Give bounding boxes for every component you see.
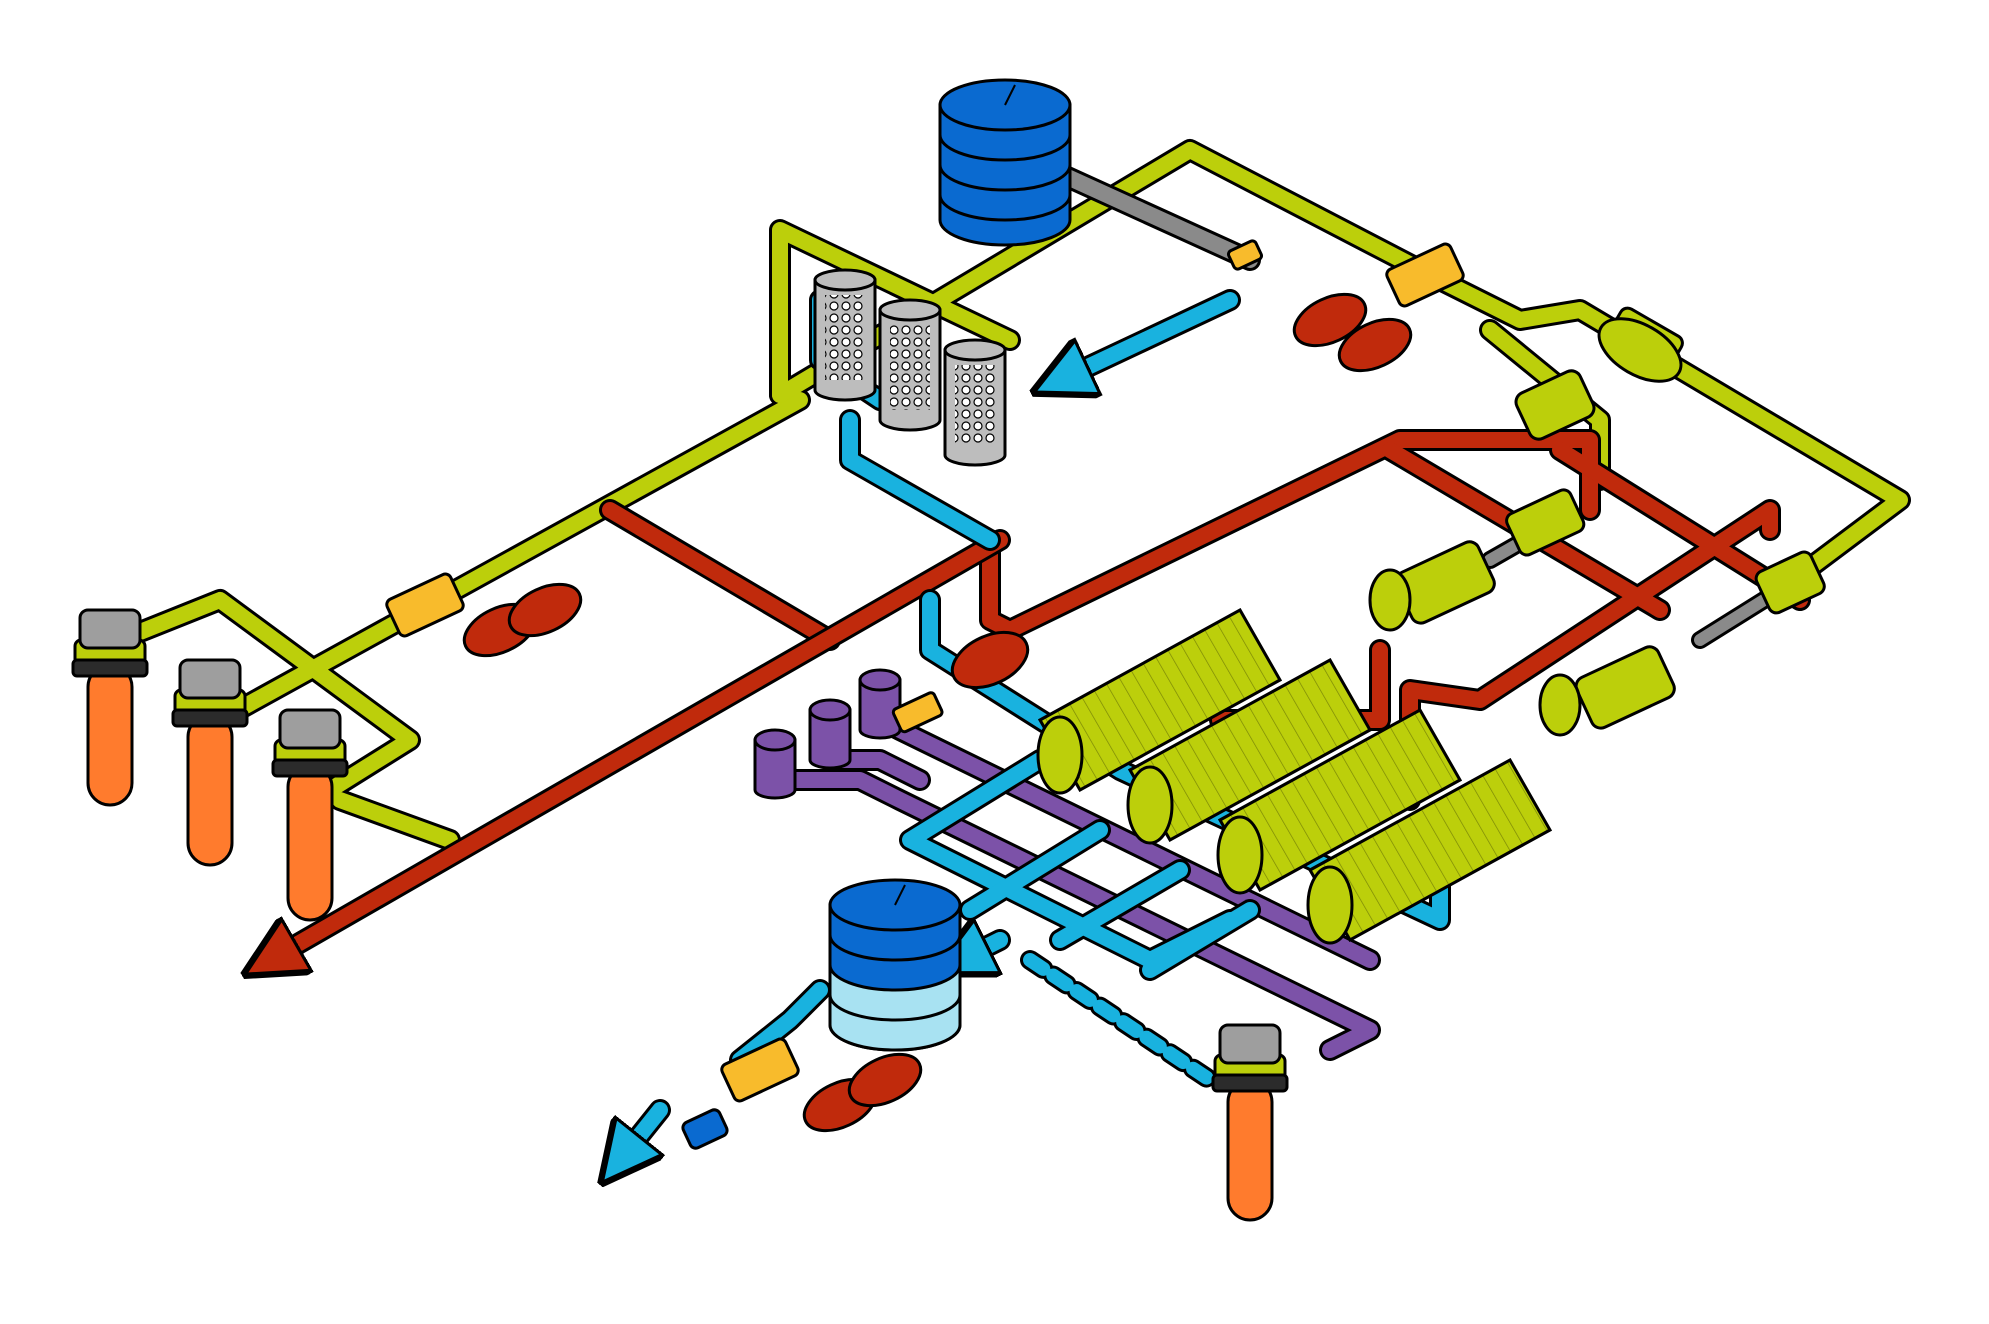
green-coupling bbox=[1597, 317, 1683, 383]
filter-bypass-valve bbox=[1226, 239, 1264, 271]
cyan-inflow-arrow bbox=[960, 940, 1008, 960]
purple-vessel-3 bbox=[858, 668, 902, 740]
well-1 bbox=[71, 608, 149, 807]
valves bbox=[681, 239, 1683, 1150]
red-pipe-network bbox=[270, 429, 1811, 960]
high-pressure-pump-2 bbox=[1538, 550, 1826, 737]
outflow-valve bbox=[681, 1108, 729, 1150]
cartridge-filter-2 bbox=[878, 298, 942, 432]
purple-vessel-2 bbox=[808, 698, 852, 770]
membrane-vessel-4 bbox=[1306, 757, 1553, 945]
membrane-vessel-1 bbox=[1036, 607, 1283, 795]
chemical-dosing-unit-1 bbox=[385, 572, 583, 658]
top-storage-tank bbox=[938, 78, 1072, 247]
membrane-vessel-2 bbox=[1126, 657, 1373, 845]
purple-vessels bbox=[753, 668, 902, 800]
purple-vessel-1 bbox=[753, 728, 797, 800]
well-2 bbox=[171, 658, 249, 867]
cartridge-filter-3 bbox=[943, 338, 1007, 467]
chemical-dosing-unit-3 bbox=[720, 1037, 923, 1133]
membrane-vessel-3 bbox=[1216, 707, 1463, 895]
membrane-vessels bbox=[1036, 607, 1553, 945]
chemical-dosing-unit-4 bbox=[891, 630, 1030, 734]
red-pipes-fill bbox=[602, 432, 1808, 808]
cartridge-filter-1 bbox=[813, 268, 877, 402]
well-4 bbox=[1211, 1023, 1289, 1222]
chemical-dosing-unit-2 bbox=[1292, 242, 1465, 373]
chemical-dosing-units bbox=[385, 242, 1465, 1133]
well-3 bbox=[271, 708, 349, 922]
high-pressure-pump-1 bbox=[1368, 488, 1586, 632]
bottom-storage-tank bbox=[828, 878, 962, 1052]
cartridge-filters bbox=[813, 268, 1007, 467]
wells bbox=[71, 608, 1289, 1222]
